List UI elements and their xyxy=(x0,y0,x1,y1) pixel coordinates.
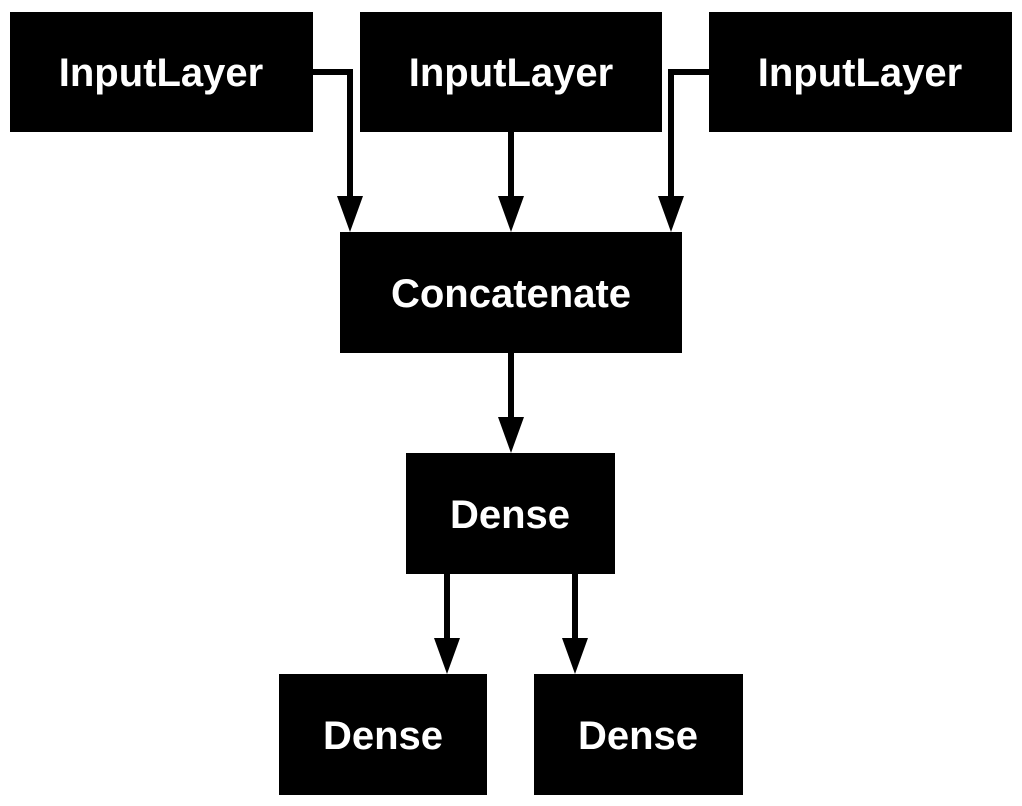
node-box xyxy=(340,232,682,353)
edge-line xyxy=(313,69,353,200)
edge-dense1-dense3 xyxy=(562,574,588,674)
node-input-layer-2: InputLayer xyxy=(360,12,662,132)
node-box xyxy=(10,12,313,132)
node-dense-2: Dense xyxy=(279,674,487,795)
edge-line xyxy=(668,69,709,200)
arrowhead-icon xyxy=(562,638,588,674)
arrowhead-icon xyxy=(658,196,684,232)
edge-concat-dense1 xyxy=(498,353,524,453)
edge-input1-concat xyxy=(313,69,363,232)
node-dense-3: Dense xyxy=(534,674,743,795)
node-input-layer-1: InputLayer xyxy=(10,12,313,132)
node-label: InputLayer xyxy=(758,51,962,95)
arrowhead-icon xyxy=(498,417,524,453)
node-box xyxy=(709,12,1012,132)
edge-input3-concat xyxy=(658,69,709,232)
arrowhead-icon xyxy=(337,196,363,232)
node-input-layer-3: InputLayer xyxy=(709,12,1012,132)
node-concatenate: Concatenate xyxy=(340,232,682,353)
edge-dense1-dense2 xyxy=(434,574,460,674)
node-label: InputLayer xyxy=(59,51,263,95)
node-label: Dense xyxy=(323,714,443,758)
node-box xyxy=(406,453,615,574)
node-label: Concatenate xyxy=(391,272,631,316)
node-label: InputLayer xyxy=(409,51,613,95)
node-label: Dense xyxy=(578,714,698,758)
node-label: Dense xyxy=(450,493,570,537)
node-dense-1: Dense xyxy=(406,453,615,574)
node-box xyxy=(360,12,662,132)
node-box xyxy=(279,674,487,795)
node-box xyxy=(534,674,743,795)
arrowhead-icon xyxy=(434,638,460,674)
edge-input2-concat xyxy=(498,132,524,232)
arrowhead-icon xyxy=(498,196,524,232)
